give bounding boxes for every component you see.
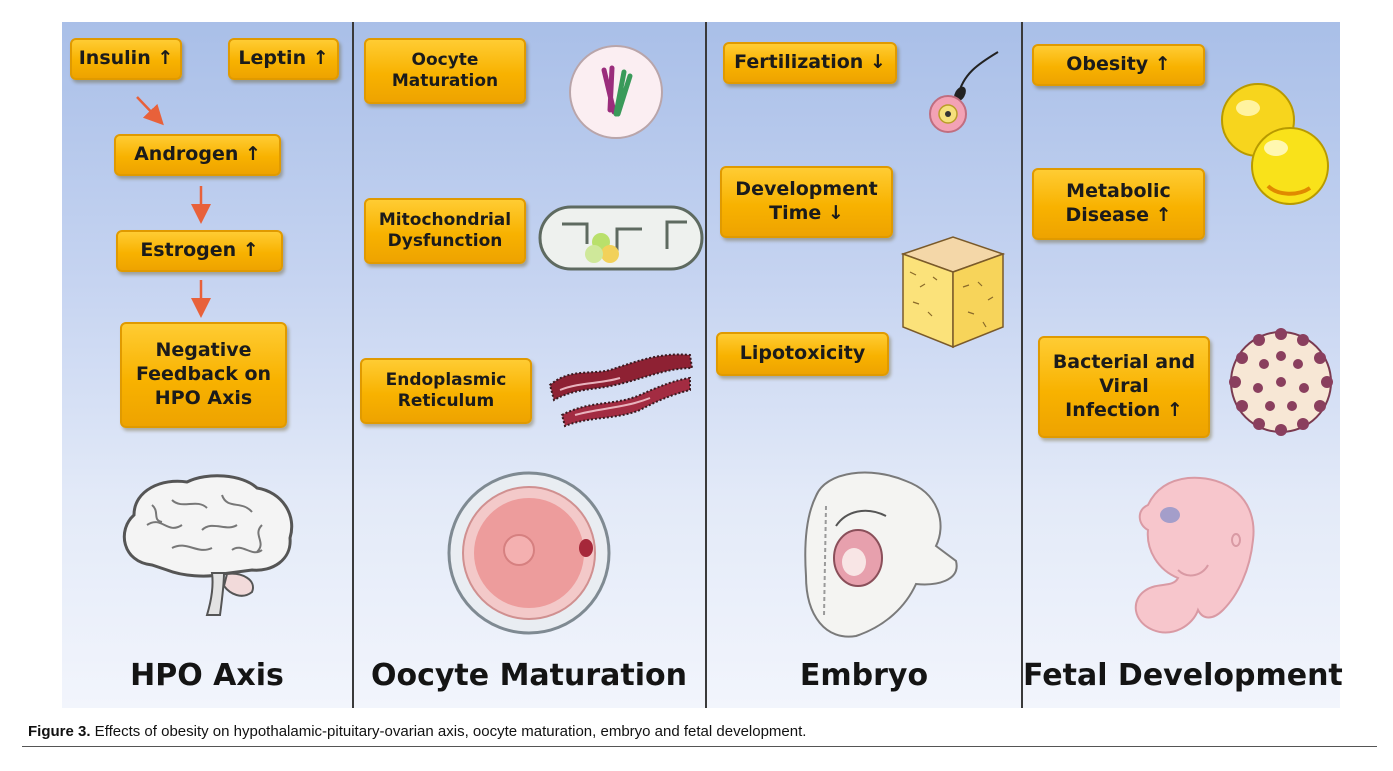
flow-arrows: [136, 96, 211, 318]
androgen-box: Androgen ↑: [114, 134, 281, 176]
endoplasmic-reticulum-box: Endoplasmic Reticulum: [360, 358, 532, 424]
estrogen-box: Estrogen ↑: [116, 230, 283, 272]
development-time-box: Development Time ↓: [720, 166, 893, 238]
virus-icon: [1229, 328, 1333, 436]
fat-tissue-icon: [900, 236, 1006, 349]
column-divider-1: [352, 22, 354, 708]
caption-text: Effects of obesity on hypothalamic-pitui…: [90, 723, 807, 740]
caption-label: Figure 3.: [28, 723, 91, 740]
cell-chromosome-icon: [569, 45, 663, 139]
fat-cells-icon: [1221, 83, 1329, 205]
figure-caption: Figure 3. Effects of obesity on hypothal…: [28, 723, 806, 740]
caption-rule: [22, 746, 1377, 747]
leptin-box: Leptin ↑: [228, 38, 339, 80]
title-hpo-axis: HPO Axis: [130, 658, 284, 693]
mitochondrion-icon: [538, 205, 704, 271]
negative-feedback-box: Negative Feedback on HPO Axis: [120, 322, 287, 428]
column-divider-2: [705, 22, 707, 708]
insulin-box: Insulin ↑: [70, 38, 182, 80]
brain-icon: [122, 474, 294, 616]
fetus-icon: [1134, 476, 1255, 634]
title-fetal-development: Fetal Development: [1023, 658, 1343, 693]
fertilization-box: Fertilization ↓: [723, 42, 897, 84]
oocyte-maturation-box: Oocyte Maturation: [364, 38, 526, 104]
sperm-egg-icon: [929, 51, 999, 133]
oocyte-icon: [447, 471, 611, 635]
title-embryo: Embryo: [799, 658, 929, 693]
endoplasmic-reticulum-icon: [548, 353, 694, 428]
lipotoxicity-box: Lipotoxicity: [716, 332, 889, 376]
embryo-icon: [804, 471, 958, 638]
mitochondrial-dysfunction-box: Mitochondrial Dysfunction: [364, 198, 526, 264]
metabolic-disease-box: Metabolic Disease ↑: [1032, 168, 1205, 240]
arrow-insulin-androgen: [136, 96, 164, 126]
title-oocyte-maturation: Oocyte Maturation: [370, 658, 687, 693]
obesity-box: Obesity ↑: [1032, 44, 1205, 86]
column-divider-3: [1021, 22, 1023, 708]
bacterial-viral-infection-box: Bacterial and Viral Infection ↑: [1038, 336, 1210, 438]
